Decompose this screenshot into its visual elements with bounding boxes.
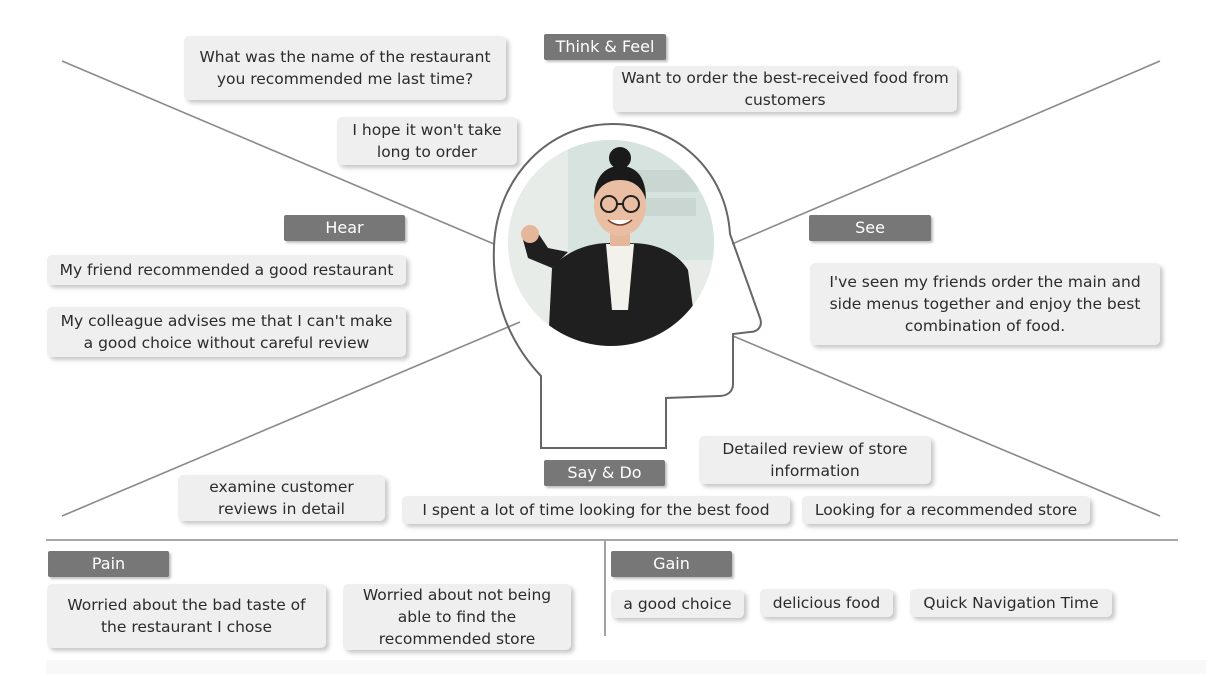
say-do-note-4: Looking for a recommended store — [802, 496, 1090, 524]
say-do-note-1: Detailed review of store information — [699, 436, 931, 484]
hear-note-1: My friend recommended a good restaurant — [47, 255, 406, 285]
gain-note-3: Quick Navigation Time — [910, 589, 1112, 617]
think-feel-label: Think & Feel — [544, 34, 666, 60]
footer-strip — [46, 660, 1206, 674]
divider-line-top-right — [731, 60, 1161, 245]
gain-note-2: delicious food — [760, 589, 893, 617]
divider-line-bottom-left — [61, 321, 521, 517]
divider-line-bottom-right — [732, 335, 1161, 517]
think-feel-note-2: Want to order the best-received food fro… — [613, 66, 957, 112]
see-label: See — [809, 215, 931, 241]
think-feel-note-1: What was the name of the restaurant you … — [184, 36, 506, 100]
pain-note-2: Worried about not being able to find the… — [343, 584, 571, 650]
see-note-1: I've seen my friends order the main and … — [810, 263, 1160, 345]
pain-note-1: Worried about the bad taste of the resta… — [47, 584, 326, 648]
say-do-note-3: I spent a lot of time looking for the be… — [402, 496, 790, 524]
pain-label: Pain — [48, 551, 169, 577]
think-feel-note-3: I hope it won't take long to order — [337, 117, 517, 165]
hear-note-2: My colleague advises me that I can't mak… — [47, 307, 406, 357]
hear-label: Hear — [284, 215, 405, 241]
divider-line-top-left — [61, 60, 495, 245]
head-outline — [492, 122, 762, 449]
gain-note-1: a good choice — [611, 590, 744, 618]
gain-label: Gain — [611, 551, 732, 577]
say-do-label: Say & Do — [544, 460, 665, 486]
say-do-note-2: examine customer reviews in detail — [178, 475, 385, 521]
person-portrait — [508, 140, 714, 346]
